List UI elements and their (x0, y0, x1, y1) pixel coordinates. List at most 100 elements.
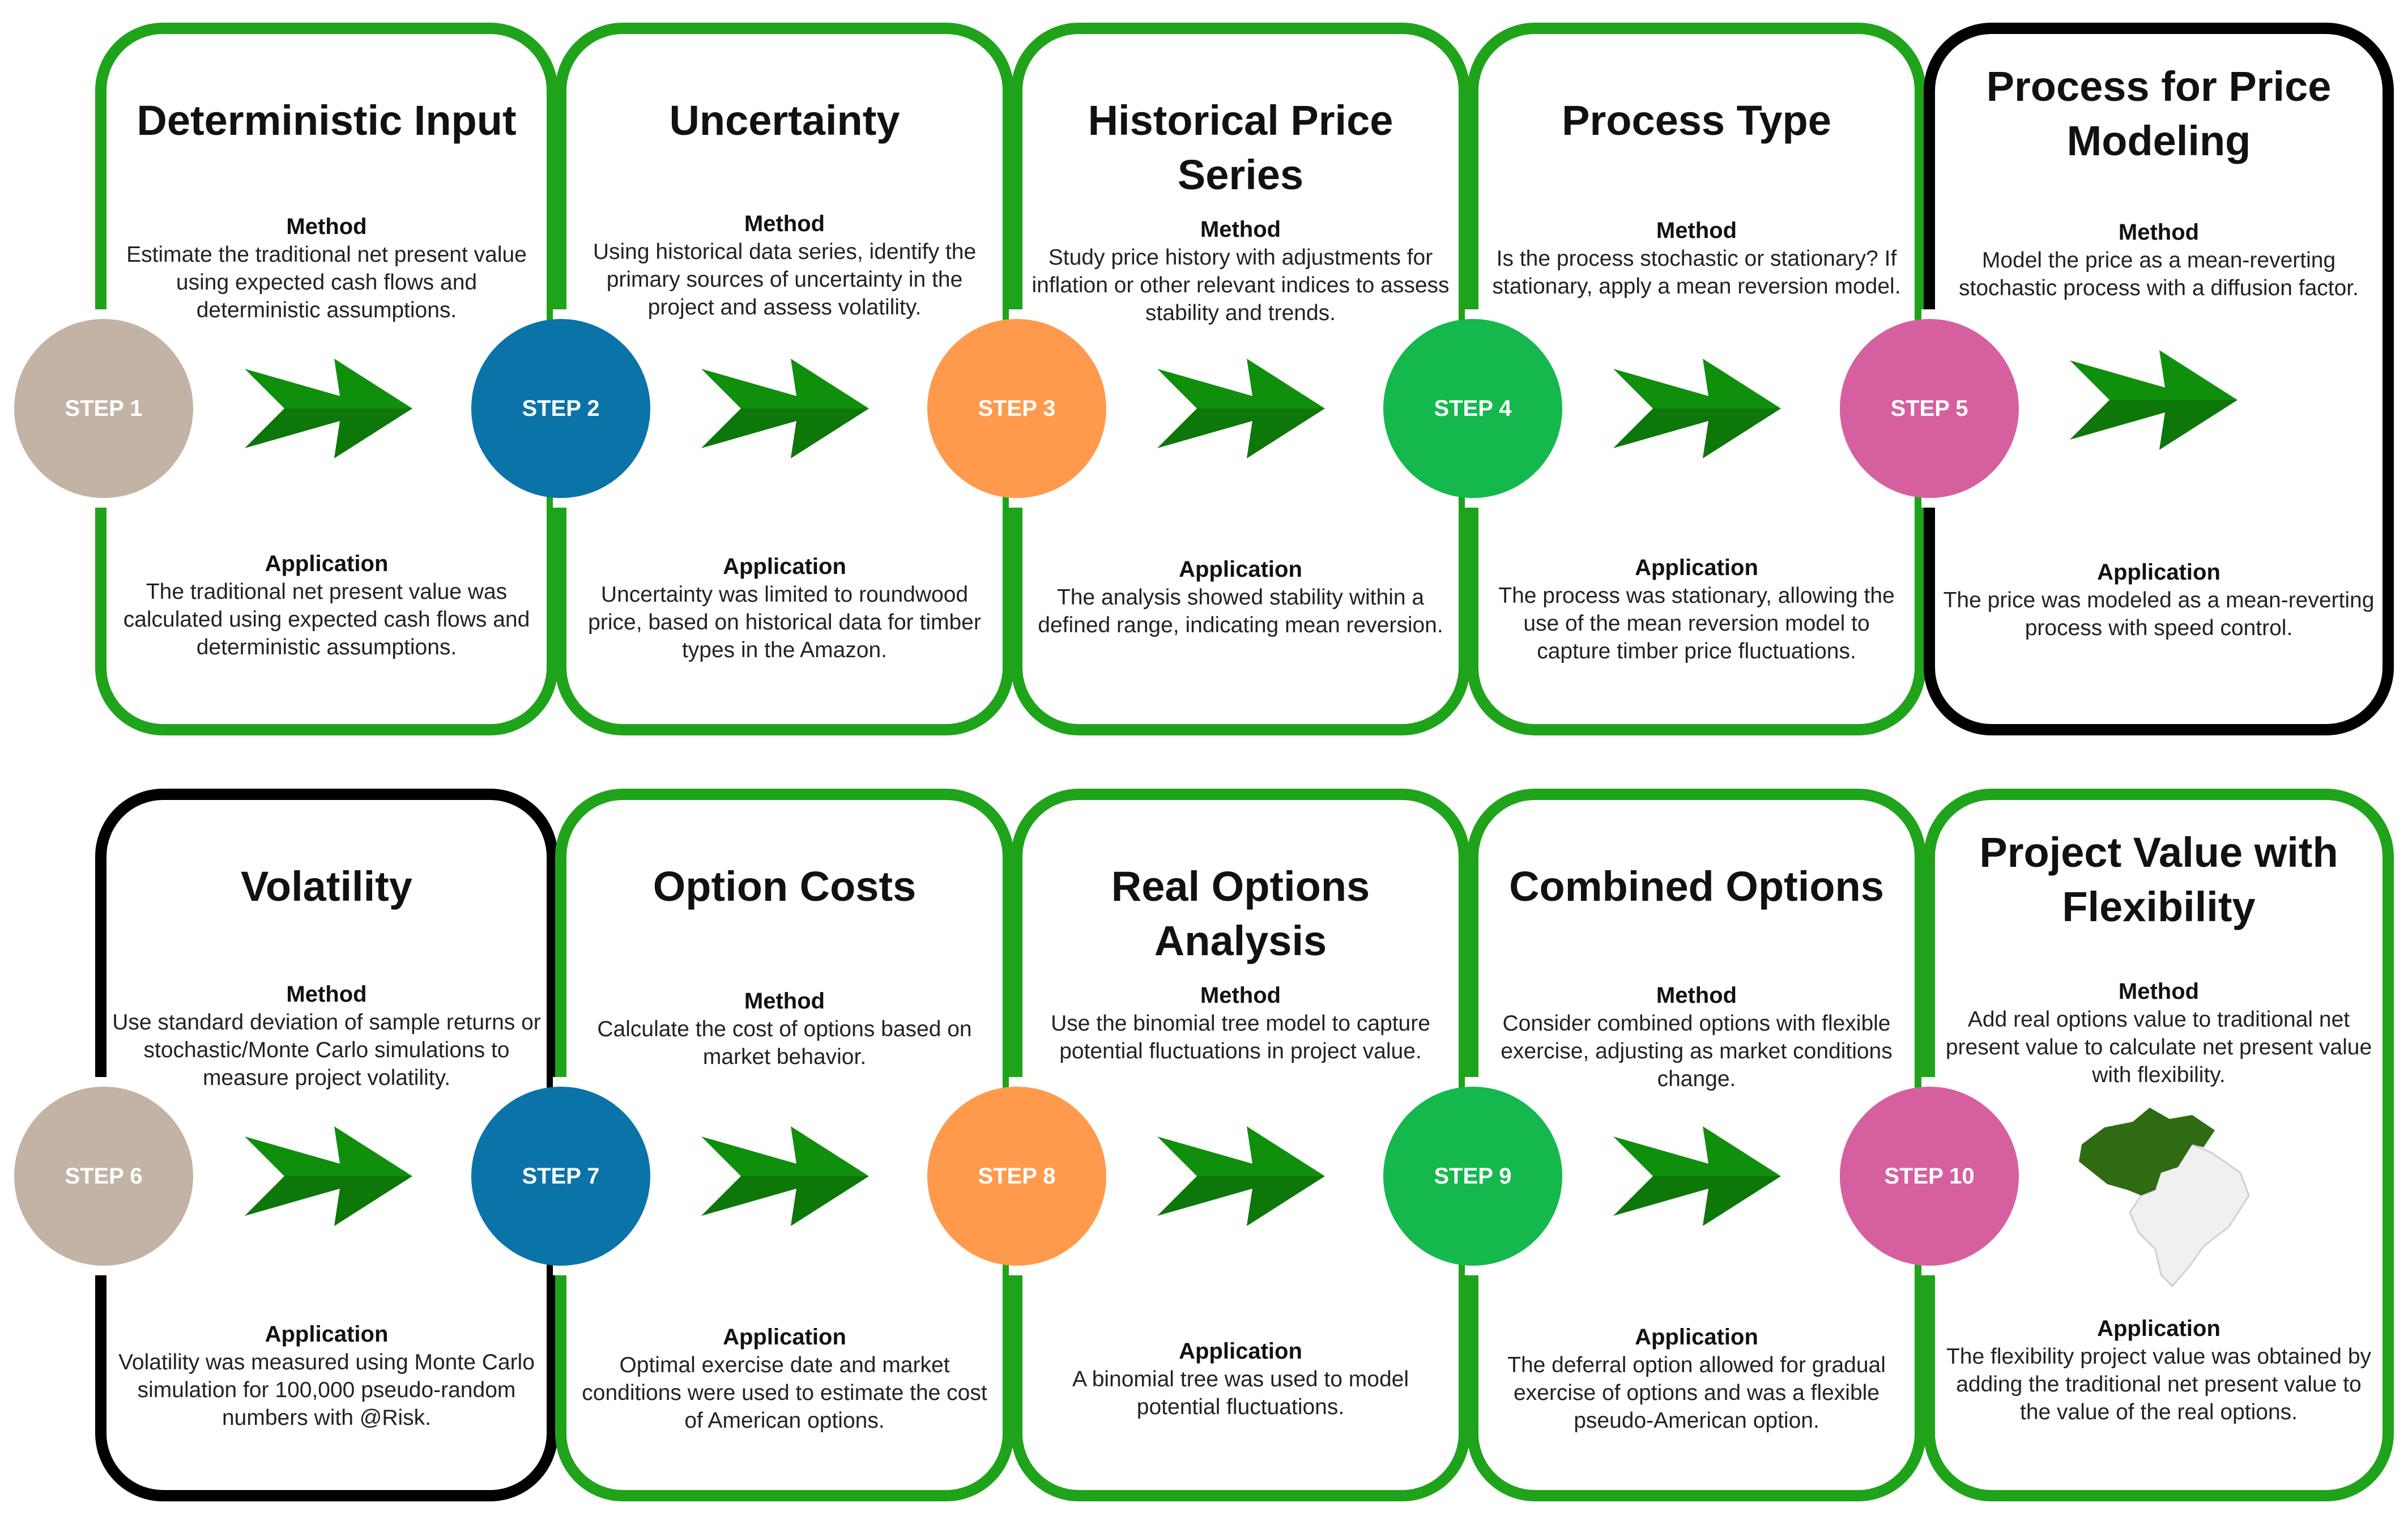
method-block: Method Is the process stochastic or stati… (1484, 216, 1909, 300)
right-arrow-icon (701, 1126, 869, 1226)
method-heading: Method (744, 211, 825, 236)
application-heading: Application (1179, 557, 1302, 582)
step-title: Process Type (1478, 93, 1915, 148)
step-title-line: Real Options Analysis (1111, 863, 1370, 964)
right-arrow-icon (1613, 1126, 1781, 1226)
step-title-line: Deterministic Input (137, 97, 517, 144)
step-title: Volatility (106, 859, 547, 914)
method-heading: Method (2118, 979, 2200, 1004)
application-text: Optimal exercise date and market conditi… (582, 1353, 987, 1433)
step-title-line: Modeling (2066, 117, 2251, 164)
method-heading: Method (286, 214, 367, 239)
step-title-line: Uncertainty (669, 97, 900, 144)
application-text: The flexibility project value was obtain… (1946, 1344, 2372, 1424)
method-text: Estimate the traditional net present val… (126, 242, 527, 322)
application-heading: Application (1635, 1325, 1758, 1350)
method-heading: Method (1656, 983, 1737, 1008)
step-title: Historical Price Series (1022, 93, 1459, 202)
step-badge-9: STEP 9 (1383, 1087, 1562, 1266)
application-block: Application A binomial tree was used to m… (1028, 1337, 1453, 1421)
method-text: Using historical data series, identify t… (593, 240, 977, 320)
method-text: Consider combined options with flexible … (1501, 1011, 1893, 1091)
step-badge-7: STEP 7 (471, 1087, 650, 1266)
method-heading: Method (1656, 218, 1737, 243)
step-badge-label: STEP 1 (65, 395, 143, 421)
brazil-map-icon (2079, 1108, 2250, 1288)
right-arrow-icon (2070, 350, 2237, 450)
application-text: Uncertainty was limited to roundwood pri… (588, 582, 981, 662)
method-heading: Method (2118, 220, 2200, 245)
application-text: The analysis showed stability within a d… (1038, 585, 1443, 637)
application-heading: Application (1179, 1339, 1302, 1364)
application-text: The traditional net present value was ca… (123, 580, 530, 659)
step-badge-label: STEP 9 (1434, 1163, 1512, 1189)
step-badge-label: STEP 7 (522, 1163, 600, 1189)
step-title-line: Combined Options (1509, 863, 1884, 910)
step-title-line: Project Value with (1979, 829, 2338, 876)
step-badge-label: STEP 3 (978, 395, 1056, 421)
application-text: The deferral option allowed for gradual … (1507, 1353, 1886, 1433)
step-badge-label: STEP 10 (1884, 1163, 1975, 1189)
step-title-line: Process Type (1562, 97, 1831, 144)
step-badge-6: STEP 6 (14, 1087, 193, 1266)
application-text: A binomial tree was used to model potent… (1072, 1367, 1409, 1419)
method-heading: Method (1200, 217, 1281, 242)
application-heading: Application (2097, 1316, 2221, 1341)
application-text: The price was modeled as a mean-revertin… (1943, 588, 2375, 640)
right-arrow-icon (701, 359, 869, 458)
method-text: Is the process stochastic or stationary?… (1492, 246, 1901, 299)
step-badge-5: STEP 5 (1840, 319, 2019, 498)
step-title: Option Costs (566, 859, 1003, 914)
step-badge-label: STEP 4 (1434, 395, 1512, 421)
step-badge-label: STEP 2 (522, 395, 600, 421)
step-title-line: Option Costs (653, 863, 917, 910)
step-badge-label: STEP 6 (65, 1163, 143, 1189)
application-heading: Application (265, 1322, 389, 1347)
right-arrow-icon (245, 359, 412, 458)
step-title: Combined Options (1478, 859, 1915, 914)
step-title: Real Options Analysis (1022, 859, 1459, 968)
method-text: Calculate the cost of options based on m… (597, 1017, 972, 1069)
right-arrow-icon (245, 1126, 412, 1226)
application-heading: Application (1635, 555, 1758, 580)
method-heading: Method (744, 989, 825, 1014)
application-heading: Application (265, 551, 389, 576)
application-text: The process was stationary, allowing the… (1498, 584, 1895, 663)
application-heading: Application (2097, 560, 2221, 585)
step-title: Uncertainty (566, 93, 1003, 148)
method-heading: Method (1200, 983, 1281, 1008)
right-arrow-icon (1157, 1126, 1325, 1226)
step-title-line: Historical Price Series (1088, 97, 1393, 198)
step-title-line: Process for Price (1986, 63, 2332, 110)
step-badge-1: STEP 1 (14, 319, 193, 498)
step-title: Deterministic Input (106, 93, 547, 148)
application-text: Volatility was measured using Monte Carl… (118, 1350, 535, 1430)
step-badge-label: STEP 8 (978, 1163, 1056, 1189)
method-text: Add real options value to traditional ne… (1945, 1007, 2372, 1087)
step-badge-8: STEP 8 (927, 1087, 1106, 1266)
right-arrow-icon (1157, 359, 1325, 458)
method-text: Use standard deviation of sample returns… (112, 1010, 541, 1090)
method-text: Use the binomial tree model to capture p… (1051, 1011, 1430, 1063)
step-title-line: Volatility (241, 863, 412, 910)
step-badge-3: STEP 3 (927, 319, 1106, 498)
right-arrow-icon (1613, 359, 1781, 458)
